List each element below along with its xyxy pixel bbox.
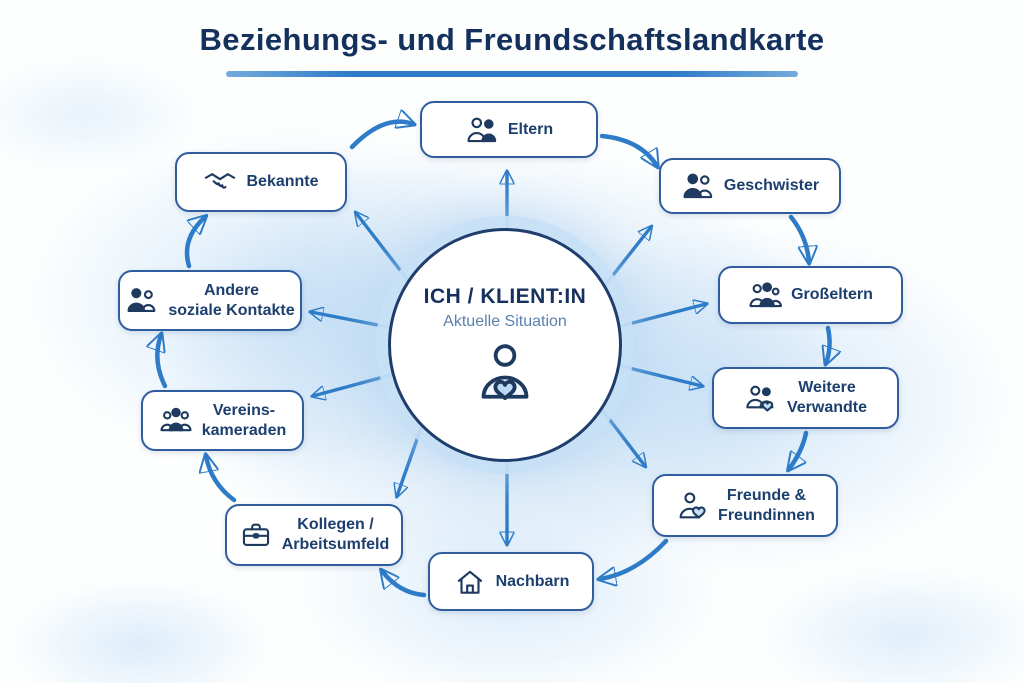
node-vereinskameraden: Vereins- kameraden (141, 390, 304, 451)
team-icon (159, 404, 193, 438)
handshake-icon (203, 165, 237, 199)
node-label: Großeltern (791, 286, 873, 303)
node-label: Bekannte (246, 173, 319, 190)
ring-arrow-bekannte-eltern (349, 122, 413, 150)
grandparents-icon (748, 278, 783, 312)
node-label: Nachbarn (495, 572, 570, 590)
node-weitere-verwandte: Weitere Verwandte (712, 367, 899, 429)
house-icon (453, 565, 487, 599)
spoke-arrow-weitere (619, 364, 702, 386)
ring-arrow-grosseltern-weitere (826, 325, 830, 363)
relatives-heart-icon (744, 381, 778, 415)
ring-arrow-geschwister-grosseltern (788, 214, 809, 262)
node-freunde-freundinnen: Freunde & Freundinnen (652, 474, 838, 537)
node-label: Freunde & Freundinnen (718, 486, 815, 524)
briefcase-icon (239, 518, 273, 552)
parents-icon (465, 113, 499, 147)
ring-arrow-vereins-andere (157, 335, 168, 389)
node-label: Vereins- kameraden (201, 401, 287, 439)
ring-arrow-eltern-geschwister (599, 133, 657, 166)
person-heart-icon (472, 339, 538, 405)
ring-arrow-weitere-freunde (789, 430, 809, 469)
node-label: Geschwister (723, 177, 820, 194)
social-contacts-icon (125, 284, 159, 318)
siblings-icon (681, 169, 715, 203)
ring-arrow-andere-bekannte (184, 217, 205, 269)
ring-arrow-freunde-nachbarn (600, 538, 669, 579)
title-underline (226, 71, 798, 77)
node-eltern: Eltern (420, 101, 598, 158)
spoke-arrow-bekannte (356, 213, 409, 281)
friend-heart-icon (675, 489, 709, 523)
node-label: Weitere Verwandte (786, 379, 868, 416)
ring-arrow-nachbarn-kollegen (382, 571, 427, 598)
node-grosseltern: Großeltern (718, 266, 903, 324)
node-geschwister: Geschwister (659, 158, 841, 214)
spoke-arrow-grosseltern (619, 304, 706, 328)
node-label: Kollegen / Arbeitsumfeld (281, 516, 390, 553)
page-title: Beziehungs- und Freundschaftslandkarte (199, 22, 825, 57)
node-bekannte: Bekannte (175, 152, 347, 212)
spoke-arrow-freunde (601, 409, 645, 466)
center-subtitle: Aktuelle Situation (443, 313, 567, 330)
node-nachbarn: Nachbarn (428, 552, 594, 611)
node-andere-soziale-kontakte: Andere soziale Kontakte (118, 270, 302, 331)
spoke-arrow-kollegen (397, 426, 423, 496)
spoke-arrow-geschwister (604, 227, 651, 286)
spoke-arrow-vereins (313, 373, 393, 396)
ring-arrow-kollegen-vereins (206, 456, 237, 503)
node-label: Andere soziale Kontakte (168, 281, 295, 319)
center-node-ich-klientin: ICH / KLIENT:IN Aktuelle Situation (388, 228, 622, 462)
center-title: ICH / KLIENT:IN (423, 285, 587, 308)
node-label: Eltern (507, 120, 554, 138)
spoke-arrow-andere (311, 312, 390, 329)
node-kollegen-arbeitsumfeld: Kollegen / Arbeitsumfeld (225, 504, 403, 566)
